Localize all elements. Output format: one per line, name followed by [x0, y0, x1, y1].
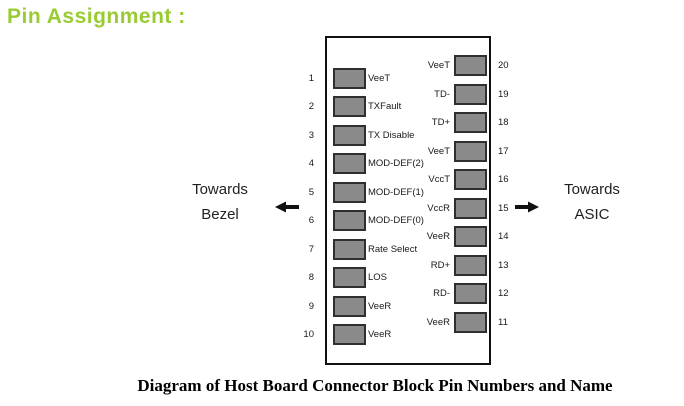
- pin-row: 10 VeeR: [0, 324, 684, 345]
- pin-number: 4: [308, 158, 314, 169]
- towards-asic-line1: Towards: [564, 181, 620, 198]
- pin-row: 7 Rate Select: [0, 239, 684, 260]
- pin-number: 11: [498, 317, 508, 328]
- pin-pad: [454, 312, 487, 333]
- pin-pad: [454, 169, 487, 190]
- left-arrow-icon: [274, 200, 300, 214]
- pin-pad: [333, 324, 366, 345]
- pin-number: 9: [308, 301, 314, 312]
- pin-number: 2: [308, 101, 314, 112]
- pin-number: 17: [498, 146, 509, 157]
- pin-number: 6: [308, 215, 314, 226]
- towards-asic-line2: ASIC: [574, 206, 610, 223]
- pin-pad: [454, 112, 487, 133]
- pin-pad: [454, 283, 487, 304]
- pin-row: 1 VeeT: [0, 68, 684, 89]
- pin-pad: [454, 255, 487, 276]
- pin-label: TXFault: [368, 101, 402, 112]
- pin-label: VccT: [428, 174, 450, 185]
- pin-pad: [333, 182, 366, 203]
- pin-number: 15: [498, 203, 509, 214]
- diagram-caption: Diagram of Host Board Connector Block Pi…: [137, 376, 613, 395]
- pin-row: 2 TXFault: [0, 96, 684, 117]
- pin-pad: [454, 198, 487, 219]
- pin-row: 17 VeeT: [0, 141, 684, 162]
- pin-label: MOD-DEF(0): [368, 215, 424, 226]
- pin-label: RD+: [430, 260, 450, 271]
- pin-label: TD-: [434, 89, 450, 100]
- pin-label: VeeR: [368, 301, 392, 312]
- pin-label: Rate Select: [368, 244, 418, 255]
- pin-row: 9 VeeR: [0, 296, 684, 317]
- pin-row: 8 LOS: [0, 267, 684, 288]
- pin-number: 7: [308, 244, 314, 255]
- pin-number: 20: [498, 60, 509, 71]
- pin-label: VeeT: [427, 60, 450, 71]
- pin-label: VeeR: [368, 329, 392, 340]
- pin-pad: [333, 239, 366, 260]
- pin-number: 14: [498, 231, 509, 242]
- pin-row: 16 VccT: [0, 169, 684, 190]
- pin-label: VeeR: [426, 231, 450, 242]
- pin-pad: [454, 55, 487, 76]
- pin-number: 5: [308, 187, 314, 198]
- pin-pad: [333, 125, 366, 146]
- pin-row: 11 VeeR: [0, 312, 684, 333]
- pin-label: RD-: [433, 288, 450, 299]
- pin-pad: [333, 68, 366, 89]
- pin-number: 8: [308, 272, 314, 283]
- pin-label: VeeT: [368, 73, 391, 84]
- pin-row: 20 VeeT: [0, 55, 684, 76]
- pin-number: 18: [498, 117, 509, 128]
- pin-row: 3 TX Disable: [0, 125, 684, 146]
- pin-number: 3: [308, 130, 314, 141]
- pin-row: 13 RD+: [0, 255, 684, 276]
- pin-row: 15 VccR: [0, 198, 684, 219]
- pin-pad: [333, 267, 366, 288]
- towards-bezel-line1: Towards: [192, 181, 248, 198]
- towards-bezel-line2: Bezel: [201, 206, 239, 223]
- pin-number: 10: [303, 329, 314, 340]
- pin-label: TD+: [431, 117, 450, 128]
- pin-row: 12 RD-: [0, 283, 684, 304]
- pin-label: VccR: [427, 203, 450, 214]
- towards-bezel-label: Towards Bezel: [168, 177, 272, 227]
- pin-number: 16: [498, 174, 509, 185]
- pin-label: LOS: [368, 272, 388, 283]
- pin-number: 12: [498, 288, 509, 299]
- pin-pad: [333, 210, 366, 231]
- pin-label: MOD-DEF(2): [368, 158, 424, 169]
- pin-row: 14 VeeR: [0, 226, 684, 247]
- pin-row: 19 TD-: [0, 84, 684, 105]
- pin-number: 19: [498, 89, 509, 100]
- pin-label: TX Disable: [368, 130, 415, 141]
- pin-label: VeeR: [426, 317, 450, 328]
- pin-number: 13: [498, 260, 509, 271]
- pin-pad: [454, 141, 487, 162]
- pin-row: 18 TD+: [0, 112, 684, 133]
- right-arrow-icon: [514, 200, 540, 214]
- pin-number: 1: [308, 73, 314, 84]
- pin-label: MOD-DEF(1): [368, 187, 424, 198]
- pin-pad: [333, 296, 366, 317]
- pin-pad: [333, 96, 366, 117]
- pin-pad: [333, 153, 366, 174]
- pin-row: 5 MOD-DEF(1): [0, 182, 684, 203]
- pin-label: VeeT: [427, 146, 450, 157]
- pin-row: 4 MOD-DEF(2): [0, 153, 684, 174]
- pin-pad: [454, 226, 487, 247]
- pin-row: 6 MOD-DEF(0): [0, 210, 684, 231]
- pin-pad: [454, 84, 487, 105]
- pin-assignment-title: Pin Assignment :: [7, 5, 186, 28]
- towards-asic-label: Towards ASIC: [540, 177, 644, 227]
